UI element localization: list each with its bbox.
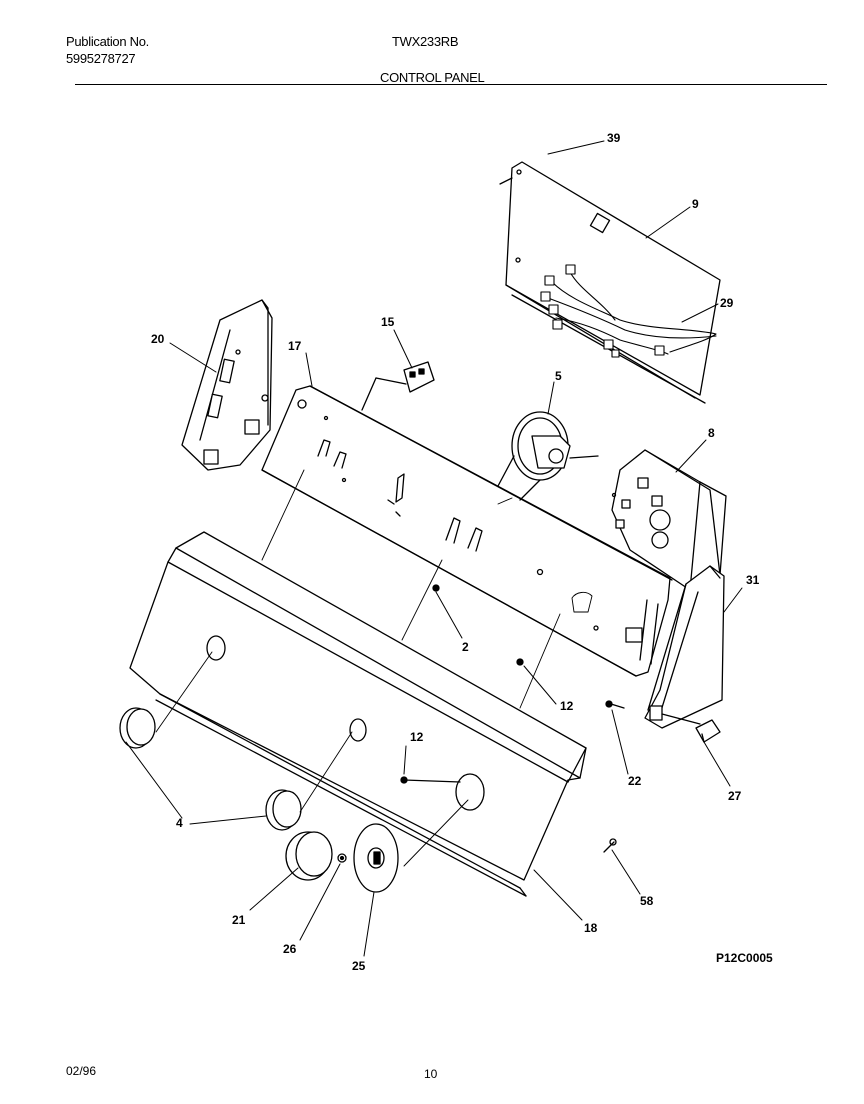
callout-27: 27: [728, 789, 742, 803]
callout-39: 39: [607, 131, 621, 145]
part-5-pressure-switch: [497, 411, 599, 501]
leader-lines: [125, 140, 743, 957]
publication-label: Publication No.: [66, 34, 149, 49]
part-27-clip: [695, 719, 721, 743]
drawing-code: P12C0005: [716, 951, 773, 965]
part-20-left-end-cap: [181, 299, 273, 471]
callout-31: 31: [746, 573, 760, 587]
callout-18: 18: [584, 921, 598, 935]
footer-date: 02/96: [66, 1064, 97, 1078]
callout-29: 29: [720, 296, 734, 310]
page-number: 10: [424, 1067, 438, 1081]
callout-12-bottom: 12: [410, 730, 424, 744]
part-17-console-panel: [261, 385, 673, 677]
part-31-right-end-cap: [644, 565, 725, 729]
part-4-knobs: [119, 707, 302, 831]
publication-number: 5995278727: [66, 51, 136, 66]
callout-2: 2: [462, 640, 469, 654]
assembly-lines: [155, 469, 593, 867]
section-title: CONTROL PANEL: [380, 70, 485, 85]
part-18-front-panel: [129, 531, 587, 897]
header-rule: [75, 84, 827, 85]
callout-8: 8: [708, 426, 715, 440]
callout-25: 25: [352, 959, 366, 973]
callout-4: 4: [176, 816, 183, 830]
part-screws: [400, 584, 613, 784]
part-22-screw: [610, 703, 625, 709]
callout-22: 22: [628, 774, 642, 788]
callout-5: 5: [555, 369, 562, 383]
part-25-timer-dial: [353, 823, 399, 893]
callout-labels: 39 9 29 20 15 17 5 8 31 2 12 12 4 22 27 …: [151, 131, 760, 973]
callout-9: 9: [692, 197, 699, 211]
model-number: TWX233RB: [392, 34, 459, 49]
callout-58: 58: [640, 894, 654, 908]
part-58-screw: [603, 838, 617, 853]
callout-21: 21: [232, 913, 246, 927]
part-15-switch: [361, 361, 435, 411]
callout-17: 17: [288, 339, 302, 353]
part-8-timer: [611, 449, 727, 591]
part-21-knob: [285, 831, 333, 881]
part-9-rear-panel: [499, 161, 721, 404]
callout-26: 26: [283, 942, 297, 956]
callout-12-top: 12: [560, 699, 574, 713]
part-29-wiring-harness: [540, 264, 717, 358]
callout-15: 15: [381, 315, 395, 329]
callout-20: 20: [151, 332, 165, 346]
part-26-spring-clip: [337, 853, 347, 863]
